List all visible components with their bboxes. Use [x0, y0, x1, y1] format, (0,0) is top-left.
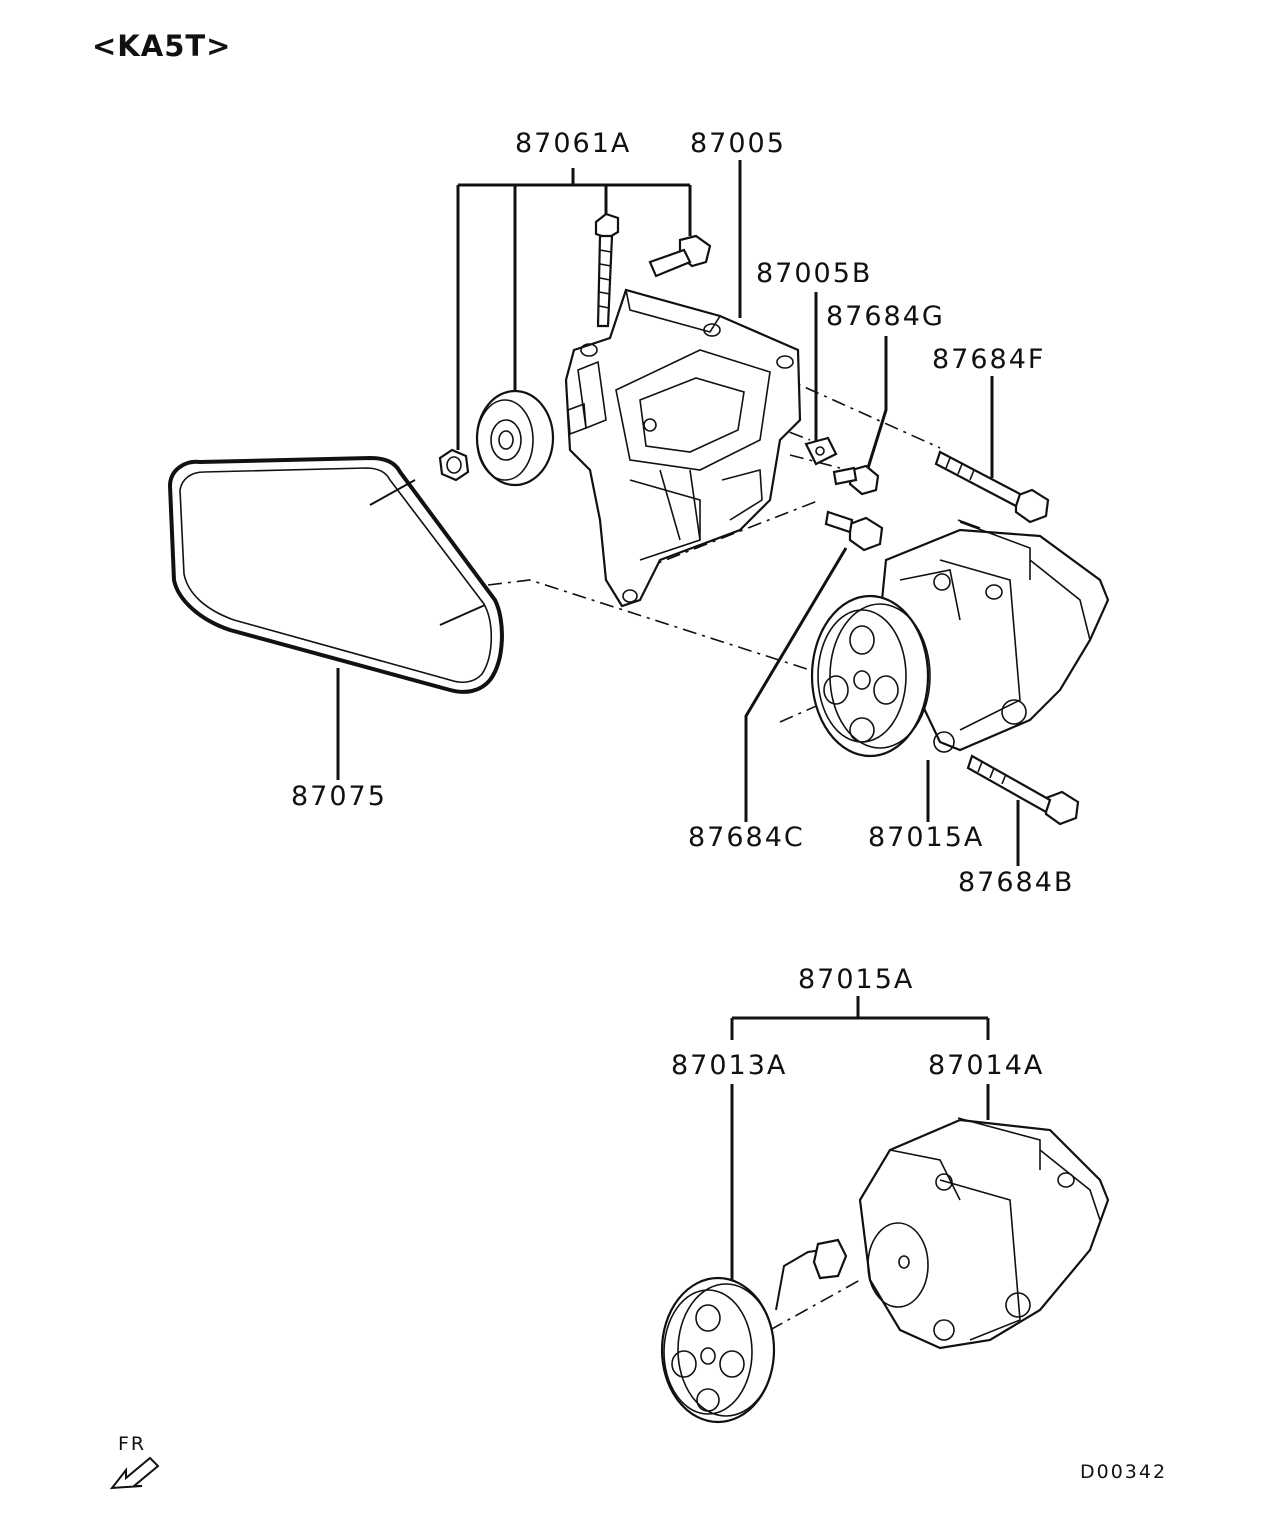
compressor-bracket-87005 [564, 288, 802, 608]
label-87015A-top: 87015A [868, 822, 984, 853]
idler-pulley [475, 389, 555, 487]
label-87684B: 87684B [958, 867, 1074, 898]
label-87014A: 87014A [928, 1050, 1044, 1081]
drive-belt-87075 [167, 455, 504, 694]
label-87015A-bottom: 87015A [798, 964, 914, 995]
front-direction-label: FR [118, 1433, 146, 1455]
compressor-assembly-top [810, 519, 1110, 758]
bolt-87684C [824, 510, 884, 552]
bracket-bolt-vertical [594, 212, 620, 328]
label-87684G: 87684G [826, 301, 945, 332]
clutch-87013A [660, 1238, 848, 1424]
label-87005B: 87005B [756, 258, 872, 289]
bracket-bolt-horizontal [648, 234, 712, 278]
label-87684C: 87684C [688, 822, 805, 853]
compressor-body-87014A [858, 1117, 1110, 1350]
front-arrow-icon [109, 1456, 160, 1490]
leader-lines-top [336, 160, 1020, 866]
label-87061A: 87061A [515, 128, 631, 159]
bolt-87684B [966, 754, 1080, 826]
drawing-number: D00342 [1080, 1461, 1167, 1483]
small-bracket-87005B [804, 436, 838, 466]
leader-lines-bottom [730, 996, 990, 1290]
bolt-87684F [934, 450, 1050, 524]
label-87013A: 87013A [671, 1050, 787, 1081]
label-87684F: 87684F [932, 344, 1045, 375]
label-87005: 87005 [690, 128, 786, 159]
front-direction-indicator: FR [109, 1433, 160, 1490]
model-code: <KA5T> [92, 29, 231, 63]
label-87075: 87075 [291, 781, 387, 812]
bolt-87684G [832, 464, 880, 496]
idler-nut [438, 448, 470, 482]
